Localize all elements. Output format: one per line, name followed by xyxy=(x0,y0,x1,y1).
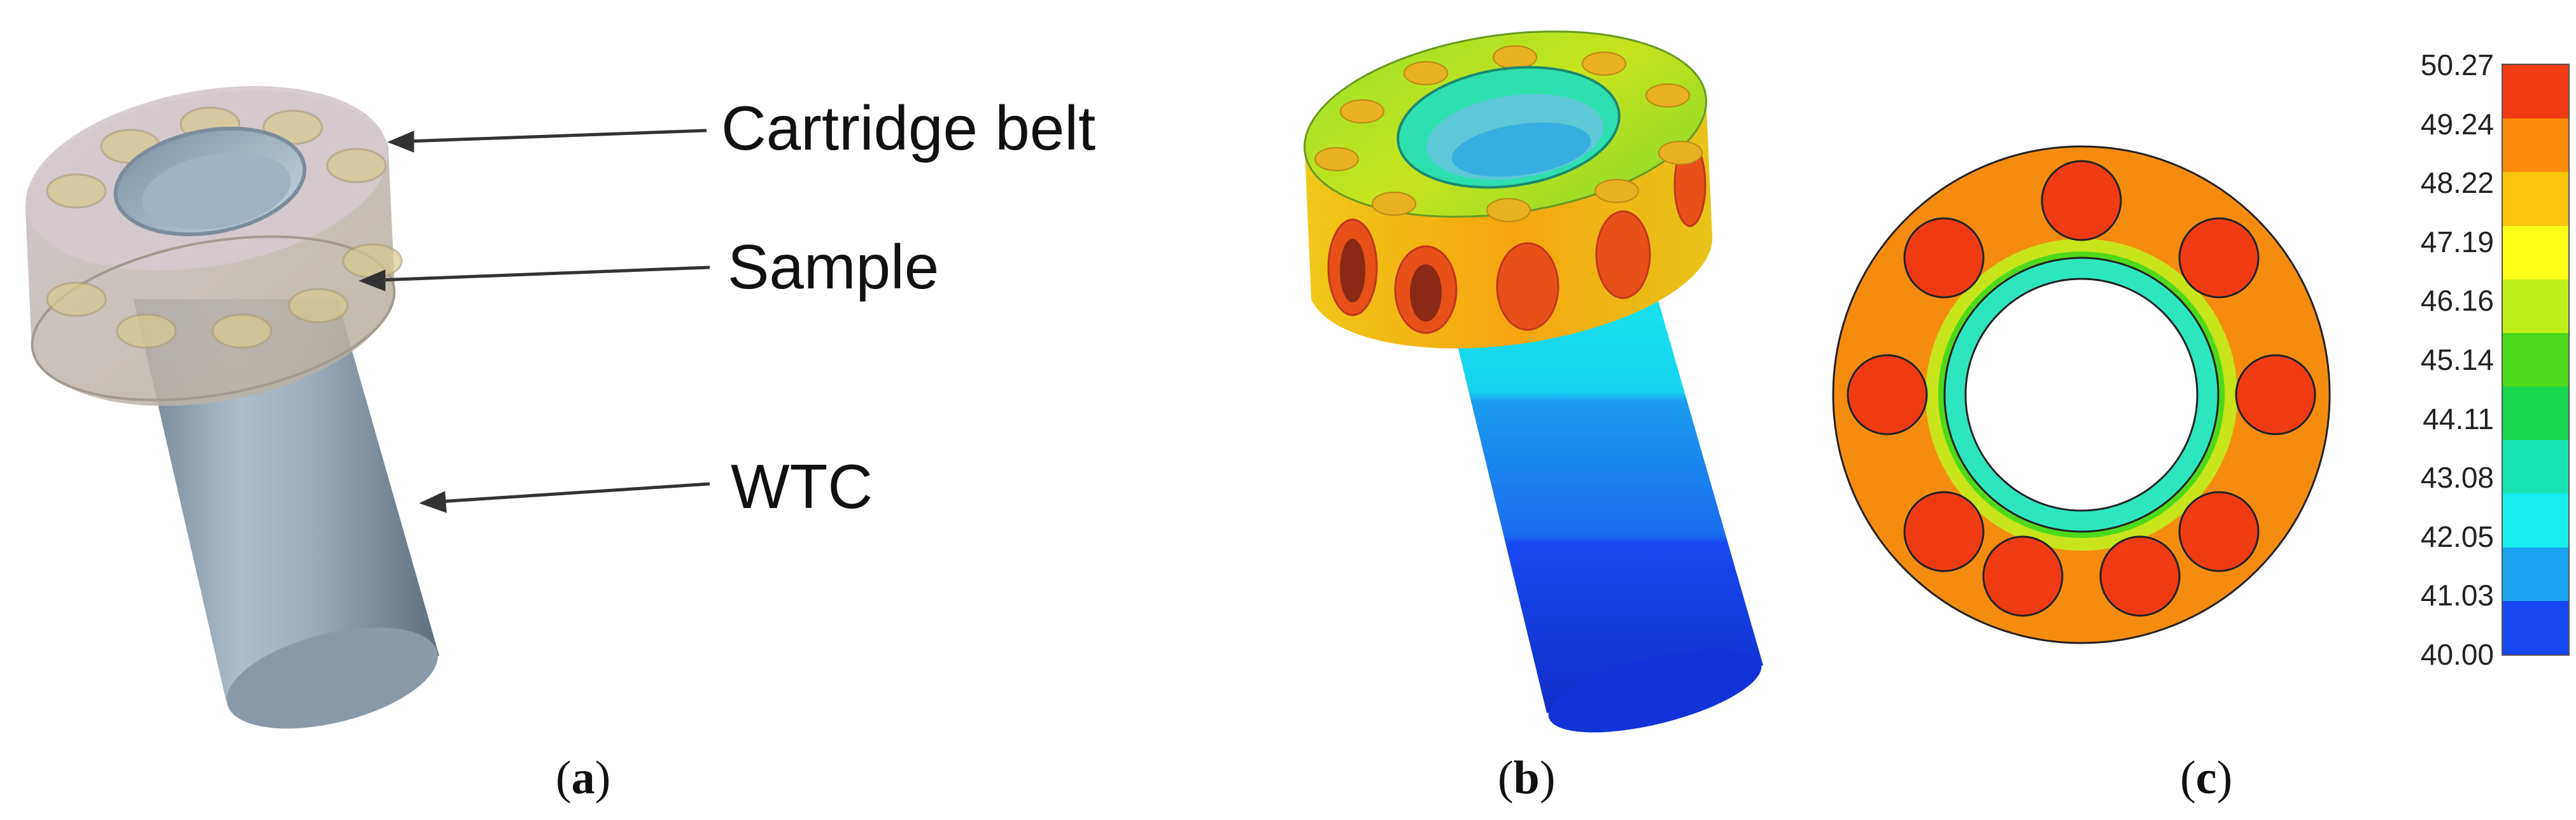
colorbar-tick-label: 46.16 xyxy=(2420,284,2494,318)
colorbar-tick-label: 40.00 xyxy=(2420,638,2494,671)
cartridge-belt xyxy=(25,86,403,406)
colorbar-band xyxy=(2503,65,2568,119)
colorbar-band xyxy=(2503,118,2568,173)
contour-3d-illustration xyxy=(1303,30,1763,733)
colorbar-tick-label: 48.22 xyxy=(2420,166,2494,200)
panel-a: Cartridge belt Sample WTC (a) xyxy=(0,0,1209,820)
colorbar-tick-label: 49.24 xyxy=(2420,107,2494,141)
caption-c: (c) xyxy=(2180,752,2233,804)
sample-cross-sections xyxy=(1847,160,2316,617)
colorbar-band xyxy=(2503,493,2568,548)
colorbar-band xyxy=(2503,386,2568,441)
label-cartridge-belt: Cartridge belt xyxy=(721,93,1096,163)
colorbar-strip xyxy=(2502,64,2570,656)
colorbar-tick-labels: 50.27 49.24 48.22 47.19 46.16 45.14 44.11 43.08… xyxy=(2355,48,2494,675)
colorbar-band xyxy=(2503,332,2568,387)
caption-a: (a) xyxy=(556,752,611,804)
colorbar-tick-label: 50.27 xyxy=(2420,48,2494,81)
label-wtc: WTC xyxy=(731,451,873,521)
label-sample: Sample xyxy=(728,232,940,302)
colorbar-band xyxy=(2503,600,2568,655)
colorbar-tick-label: 47.19 xyxy=(2420,225,2494,258)
colorbar-tick-label: 43.08 xyxy=(2420,461,2494,495)
colorbar-band xyxy=(2503,279,2568,334)
colorbar-band xyxy=(2503,547,2568,602)
colorbar-tick-label: 42.05 xyxy=(2420,520,2494,553)
colorbar-tick-label: 45.14 xyxy=(2420,343,2494,376)
colorbar-band xyxy=(2503,172,2568,227)
callout-arrows xyxy=(358,129,710,513)
colorbar-tick-label: 41.03 xyxy=(2420,579,2494,612)
colorbar-band xyxy=(2503,225,2568,280)
panel-b: (b) xyxy=(1241,0,1782,820)
temperature-colorbar: 50.27 49.24 48.22 47.19 46.16 45.14 44.11 43.08… xyxy=(2355,48,2576,675)
panel-c: (c) xyxy=(1814,0,2355,820)
colorbar-tick-label: 44.11 xyxy=(2423,402,2494,435)
caption-b: (b) xyxy=(1498,752,1556,804)
colorbar-band xyxy=(2503,440,2568,494)
cross-section-illustration xyxy=(1832,145,2331,644)
cad-model-illustration xyxy=(25,86,710,729)
